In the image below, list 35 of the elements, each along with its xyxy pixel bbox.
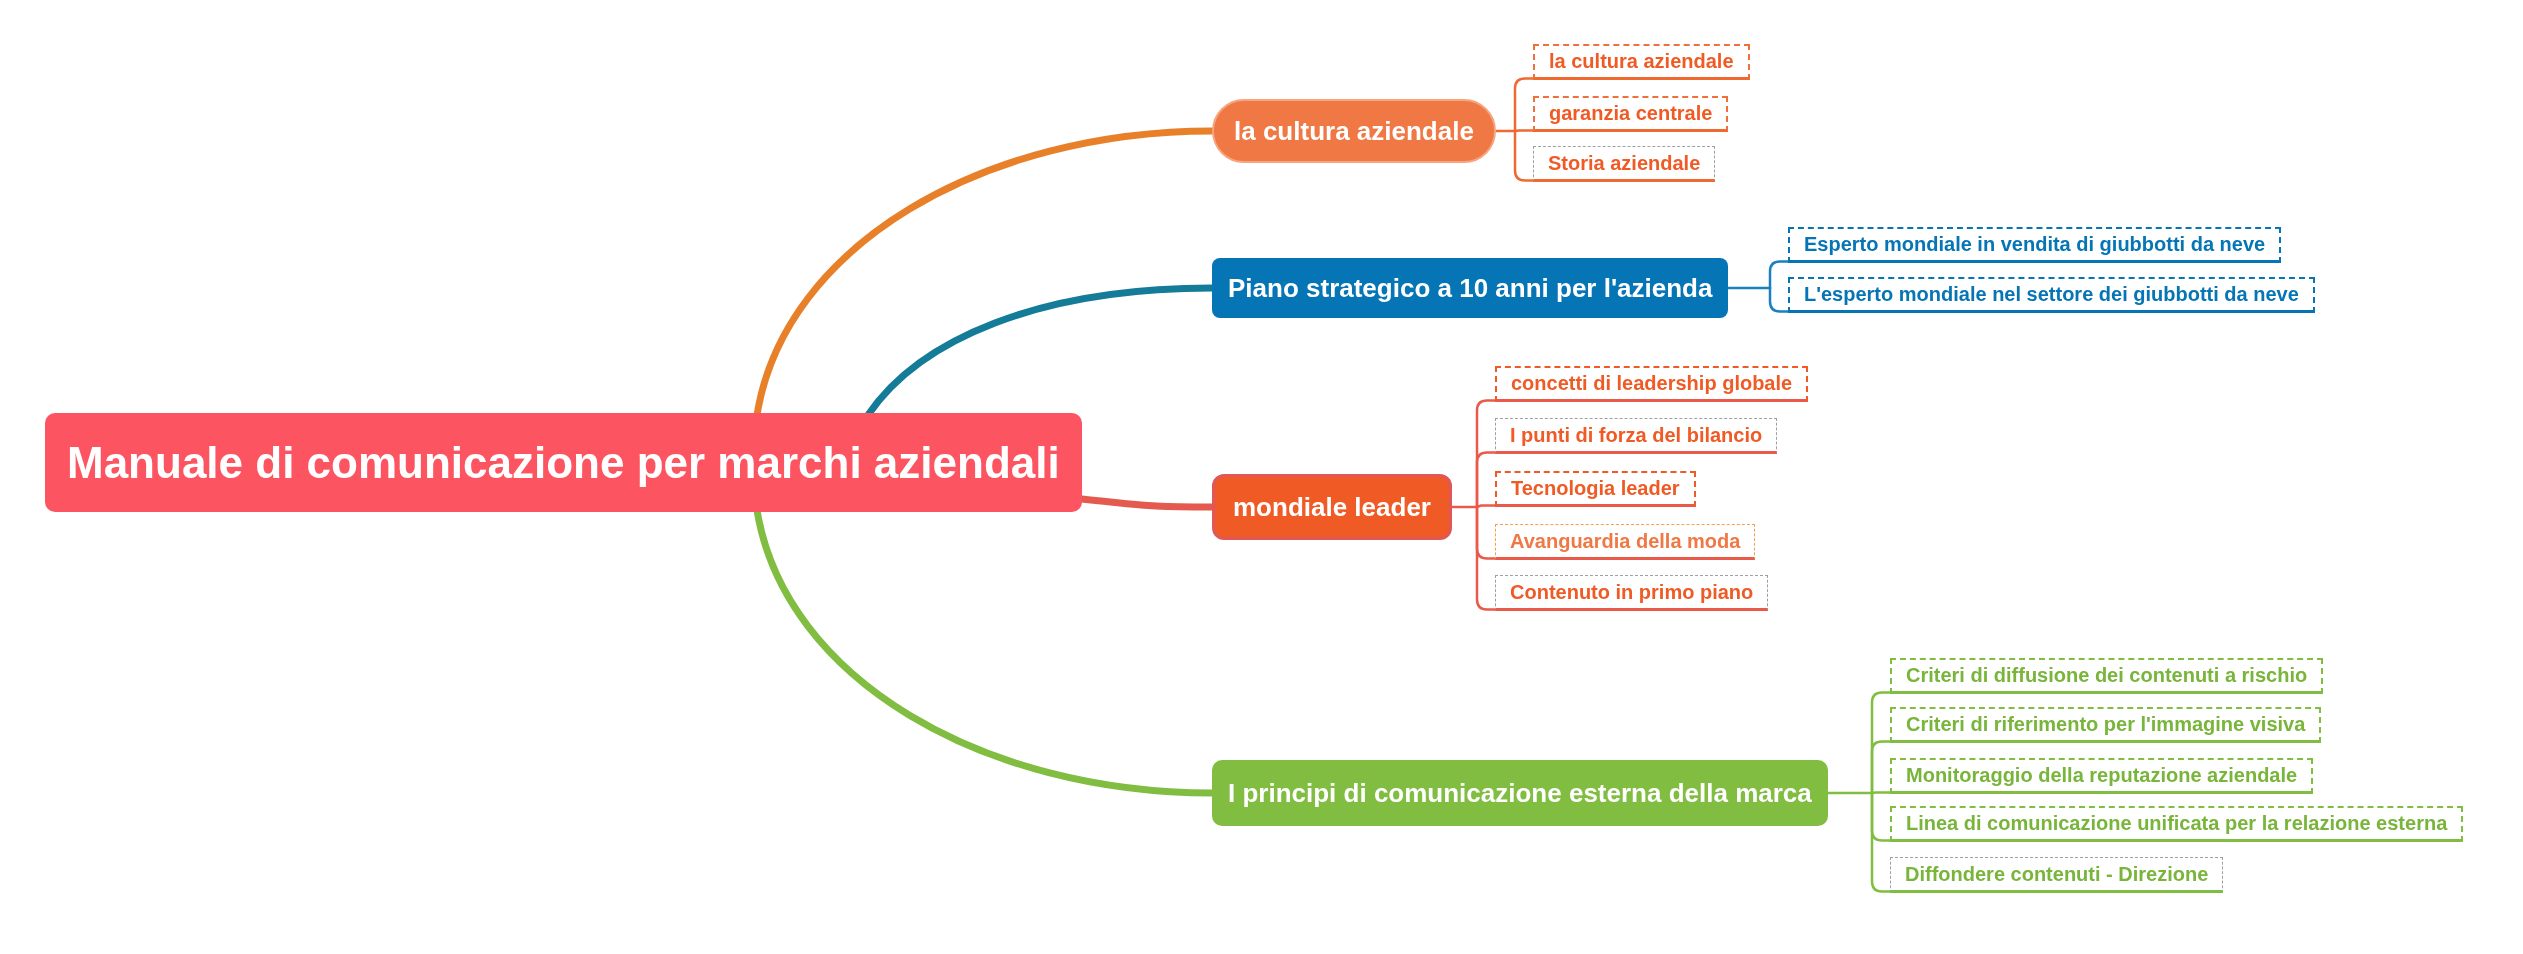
subtopic: Contenuto in primo piano (1495, 575, 1769, 611)
main-topic: mondiale leader (1212, 474, 1452, 540)
subtopic: Tecnologia leader (1495, 471, 1696, 507)
subtopic: concetti di leadership globale (1495, 366, 1809, 402)
connector (1870, 740, 1892, 795)
subtopic: Storia aziendale (1533, 146, 1716, 182)
subtopic: Monitoraggio della reputazione aziendale (1890, 758, 2314, 794)
subtopic: garanzia centrale (1533, 96, 1729, 132)
subtopic: I punti di forza del bilancio (1495, 418, 1778, 454)
main-topic: la cultura aziendale (1212, 99, 1496, 163)
connector (1826, 791, 1874, 795)
connector (1768, 286, 1790, 313)
connector (1475, 451, 1497, 509)
subtopic: Criteri di riferimento per l'immagine visiva (1890, 707, 2322, 743)
connector (1450, 505, 1479, 509)
subtopic: Linea di comunicazione unificata per la relazione esterna (1890, 806, 2464, 842)
subtopic: Diffondere contenuti - Direzione (1890, 857, 2224, 893)
main-topic: I principi di comunicazione esterna della marca (1212, 760, 1828, 826)
subtopic: Criteri di diffusione dei contenuti a rischio (1890, 658, 2324, 694)
connector (1513, 129, 1535, 133)
connector (1768, 260, 1790, 290)
subtopic: Avanguardia della moda (1495, 524, 1756, 560)
main-topic: Piano strategico a 10 anni per l'azienda (1212, 258, 1729, 318)
connector (1513, 129, 1535, 182)
connector (1870, 791, 1892, 795)
connector (1870, 791, 1892, 893)
subtopic: Esperto mondiale in vendita di giubbotti da neve (1788, 227, 2282, 263)
connector (1475, 505, 1497, 611)
connector (1475, 504, 1497, 509)
connector (1494, 129, 1517, 133)
connector (1727, 286, 1772, 290)
subtopic: L'esperto mondiale nel settore dei giubbotti da neve (1788, 277, 2315, 313)
subtopic: la cultura aziendale (1533, 44, 1750, 80)
connector (1513, 77, 1535, 133)
central-topic: Manuale di comunicazione per marchi aziendali (45, 413, 1082, 512)
